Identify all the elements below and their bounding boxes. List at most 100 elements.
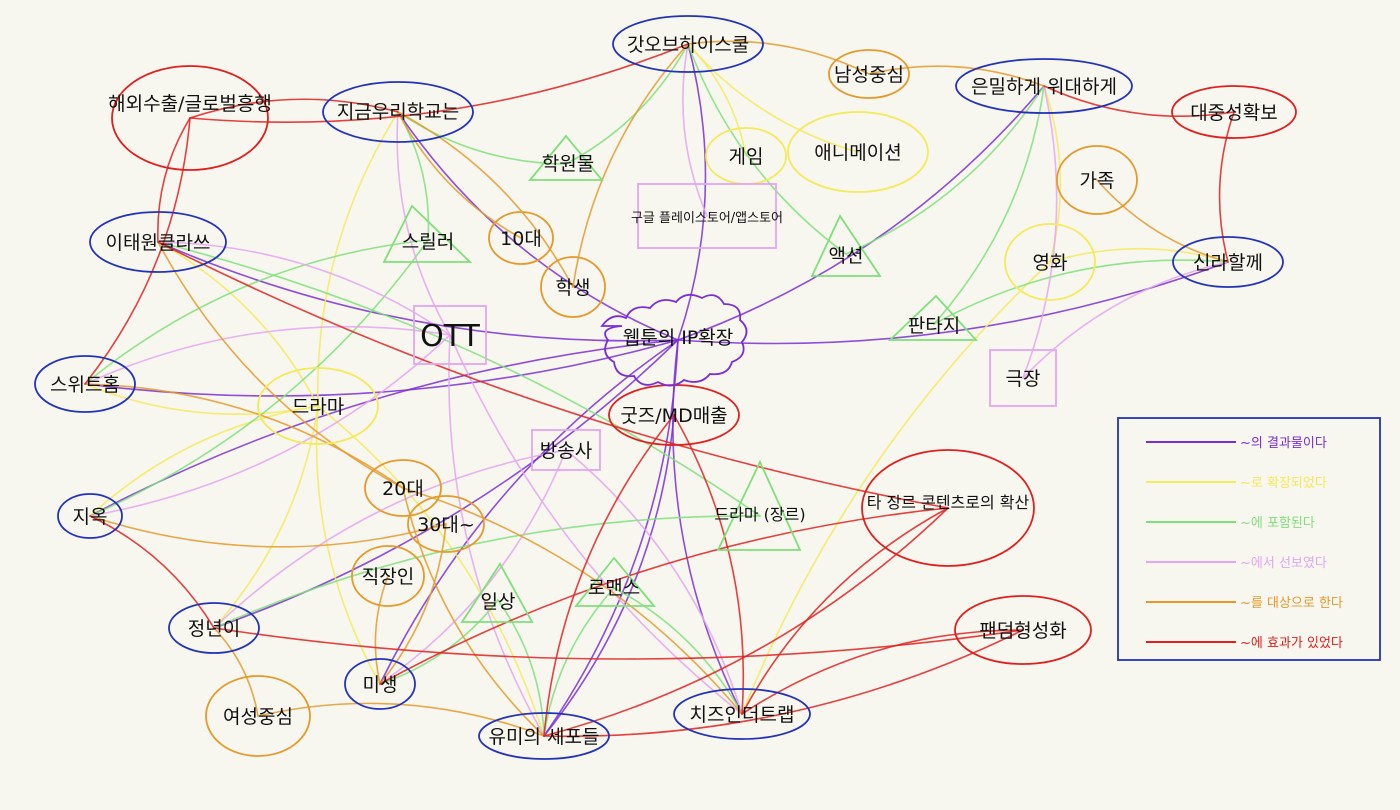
- node-gajok: 가족: [1080, 170, 1115, 192]
- edge-itaewon-to-twenties: [157, 241, 404, 489]
- legend-label-purple: ~의 결과물이다: [1240, 436, 1327, 451]
- node-gangnam: 갓오브하이스쿨: [627, 34, 749, 56]
- edge-sweethome-to-drama: [84, 383, 319, 415]
- edge-itaewon-to-webtoon: [157, 241, 679, 342]
- node-romance: 로맨스: [588, 577, 640, 599]
- edge-silla-to-yeonghwa: [1049, 247, 1229, 263]
- node-fandom: 팬덤형성화: [979, 620, 1066, 642]
- legend: ~의 결과물이다~로 확장되었다~에 포함된다~에서 선보였다~를 대상으로 한…: [1146, 436, 1343, 651]
- edge-unyonghage-to-daejung: [1043, 85, 1235, 118]
- edge-silla-to-geukjang: [1022, 261, 1229, 379]
- edge-gangnam-to-namseong: [687, 40, 870, 75]
- node-itaewon: 이태원클라쓰: [106, 232, 211, 254]
- edge-cheese-to-tajangreu: [741, 507, 949, 715]
- edge-yumi-to-yeoseong: [257, 702, 545, 737]
- edge-gangnam-to-action: [687, 43, 847, 255]
- node-tajangreu: 타 장르 콘텐츠로의 확산: [867, 493, 1030, 512]
- node-game: 게임: [729, 146, 764, 168]
- edge-cheese-to-webtoon: [672, 339, 743, 715]
- relationship-lines: [84, 40, 1235, 738]
- edge-jigeum-to-webtoon: [397, 111, 679, 341]
- edge-unyonghage-to-action: [845, 85, 1045, 255]
- edge-silla-to-gajok: [1096, 179, 1229, 263]
- node-drama: 드라마: [292, 396, 344, 418]
- node-twenties: 20대: [382, 478, 424, 500]
- edge-gangnam-to-animation: [687, 43, 859, 153]
- node-thriller: 스릴러: [402, 231, 454, 253]
- node-dramagenre: 드라마 (장르): [714, 505, 805, 524]
- node-silla: 신라할께: [1193, 252, 1263, 274]
- node-daejung: 대중성확보: [1190, 102, 1277, 124]
- edge-cheese-to-twenties: [402, 487, 743, 715]
- edge-cheese-to-ott: [449, 334, 743, 715]
- edge-unyonghage-to-fantasy: [933, 85, 1045, 325]
- edge-yumi-to-tajangreu: [543, 507, 949, 737]
- edge-unyonghage-to-geukjang: [1022, 85, 1058, 379]
- node-yeonghwa: 영화: [1033, 252, 1068, 274]
- edge-miseng-to-thirties: [379, 523, 447, 685]
- node-jeongnyeon: 정년이: [188, 618, 240, 640]
- node-jikjangin: 직장인: [362, 566, 414, 588]
- edge-sweethome-to-ott: [84, 325, 451, 385]
- edge-jeongnyeon-to-bangsongsa: [213, 449, 567, 629]
- node-googleplay: 구글 플레이스토어/앱스토어: [631, 211, 783, 226]
- edge-yumi-to-ott: [448, 334, 545, 737]
- edge-itaewon-to-tajangreu: [157, 241, 949, 509]
- edge-jigeum-to-teens: [397, 111, 522, 239]
- node-jigeum: 지금우리학교는: [337, 101, 459, 123]
- node-sweethome: 스위트홈: [50, 374, 120, 396]
- node-action: 액션: [829, 245, 864, 267]
- node-miseng: 미생: [363, 674, 398, 696]
- node-cheese: 치즈인더트랩: [690, 704, 795, 726]
- node-yumi: 유미의 세포들: [489, 726, 600, 748]
- edge-itaewon-to-ott: [157, 241, 451, 336]
- edge-jiok-to-ott: [89, 334, 451, 517]
- edge-cheese-to-bangsongsa: [565, 449, 743, 715]
- edge-jiok-to-webtoon: [89, 339, 679, 517]
- node-namseong: 남성중심: [834, 64, 904, 86]
- legend-label-green: ~에 포함된다: [1240, 516, 1315, 531]
- edge-jiok-to-drama: [89, 405, 319, 517]
- edge-silla-to-daejung: [1218, 111, 1235, 263]
- edge-yumi-to-fandom: [543, 629, 1024, 738]
- node-teens: 10대: [500, 228, 542, 250]
- edge-miseng-to-webtoon: [379, 339, 679, 685]
- edge-jeongnyeon-to-fandom: [213, 627, 1024, 660]
- node-student: 학생: [556, 277, 591, 299]
- edge-unyonghage-to-namseong: [868, 65, 1045, 87]
- edge-jeongnyeon-to-yeoseong: [213, 627, 259, 717]
- node-haeoe-label: 해외수출/글로벌흥행: [108, 93, 272, 115]
- node-webtoon: 웹툰의 IP확장: [623, 327, 734, 349]
- edge-sweethome-to-haeoe: [84, 117, 191, 385]
- edge-gangnam-to-webtoon: [677, 43, 707, 341]
- edge-silla-to-fantasy: [933, 259, 1229, 325]
- node-jiok: 지옥: [73, 506, 108, 528]
- edge-yumi-to-goods: [543, 414, 675, 737]
- edge-itaewon-to-haeoe: [157, 117, 191, 243]
- edge-jiok-to-jeongnyeon: [89, 515, 215, 629]
- edge-yumi-to-romance: [543, 587, 615, 737]
- node-fantasy: 판타지: [908, 315, 960, 337]
- edge-jigeum-to-student: [397, 111, 574, 288]
- node-thirties: 30대~: [417, 514, 475, 536]
- node-goods: 굿즈/MD매출: [620, 405, 727, 427]
- edge-cheese-to-goods: [673, 414, 745, 715]
- edge-jigeum-to-haeoe: [189, 98, 399, 119]
- node-geukjang: 극장: [1006, 368, 1041, 390]
- edge-jiok-to-thirties: [89, 515, 447, 548]
- node-shapes: [34, 15, 1381, 760]
- node-hakwon: 학원물: [542, 153, 594, 175]
- edge-miseng-to-bangsongsa: [379, 449, 567, 685]
- legend-label-orange: ~를 대상으로 한다: [1240, 596, 1343, 611]
- edge-yumi-to-goods: [543, 414, 675, 737]
- edge-sweethome-to-thriller: [84, 239, 429, 385]
- edge-miseng-to-jikjangin: [374, 575, 389, 685]
- edge-jeongnyeon-to-dramagenre: [213, 515, 761, 629]
- node-ilsang: 일상: [481, 591, 516, 613]
- edge-yumi-to-twenties: [402, 487, 545, 737]
- edge-yumi-to-drama: [317, 405, 545, 737]
- edge-cheese-to-yeonghwa: [741, 261, 1051, 715]
- edge-gangnam-to-haeoe: [189, 43, 689, 123]
- legend-label-pink: ~에서 선보였다: [1240, 556, 1327, 571]
